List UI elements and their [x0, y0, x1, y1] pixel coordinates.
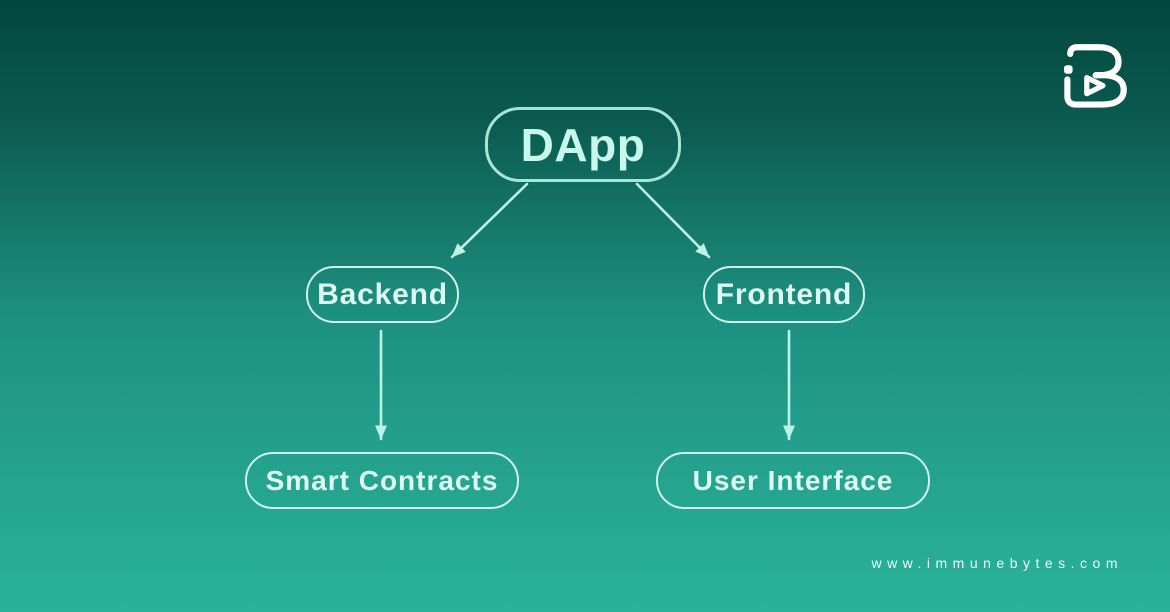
node-frontend: Frontend — [703, 266, 865, 323]
edge-dapp-backend — [450, 182, 529, 259]
node-dapp-label: DApp — [520, 118, 646, 171]
node-user-interface: User Interface — [656, 452, 930, 509]
node-frontend-label: Frontend — [715, 277, 853, 311]
logo-i-dot — [1064, 65, 1073, 74]
node-dapp: DApp — [485, 107, 681, 182]
node-smart-contracts: Smart Contracts — [245, 452, 519, 509]
node-user-interface-label: User Interface — [692, 464, 894, 496]
node-backend: Backend — [306, 266, 459, 323]
node-smart-contracts-label: Smart Contracts — [265, 464, 499, 496]
node-backend-label: Backend — [317, 277, 448, 311]
immunebytes-logo-icon — [1064, 44, 1127, 108]
website-url: www.immunebytes.com — [871, 555, 1123, 571]
edge-dapp-frontend — [635, 182, 711, 259]
immunebytes-logo — [1056, 31, 1128, 109]
